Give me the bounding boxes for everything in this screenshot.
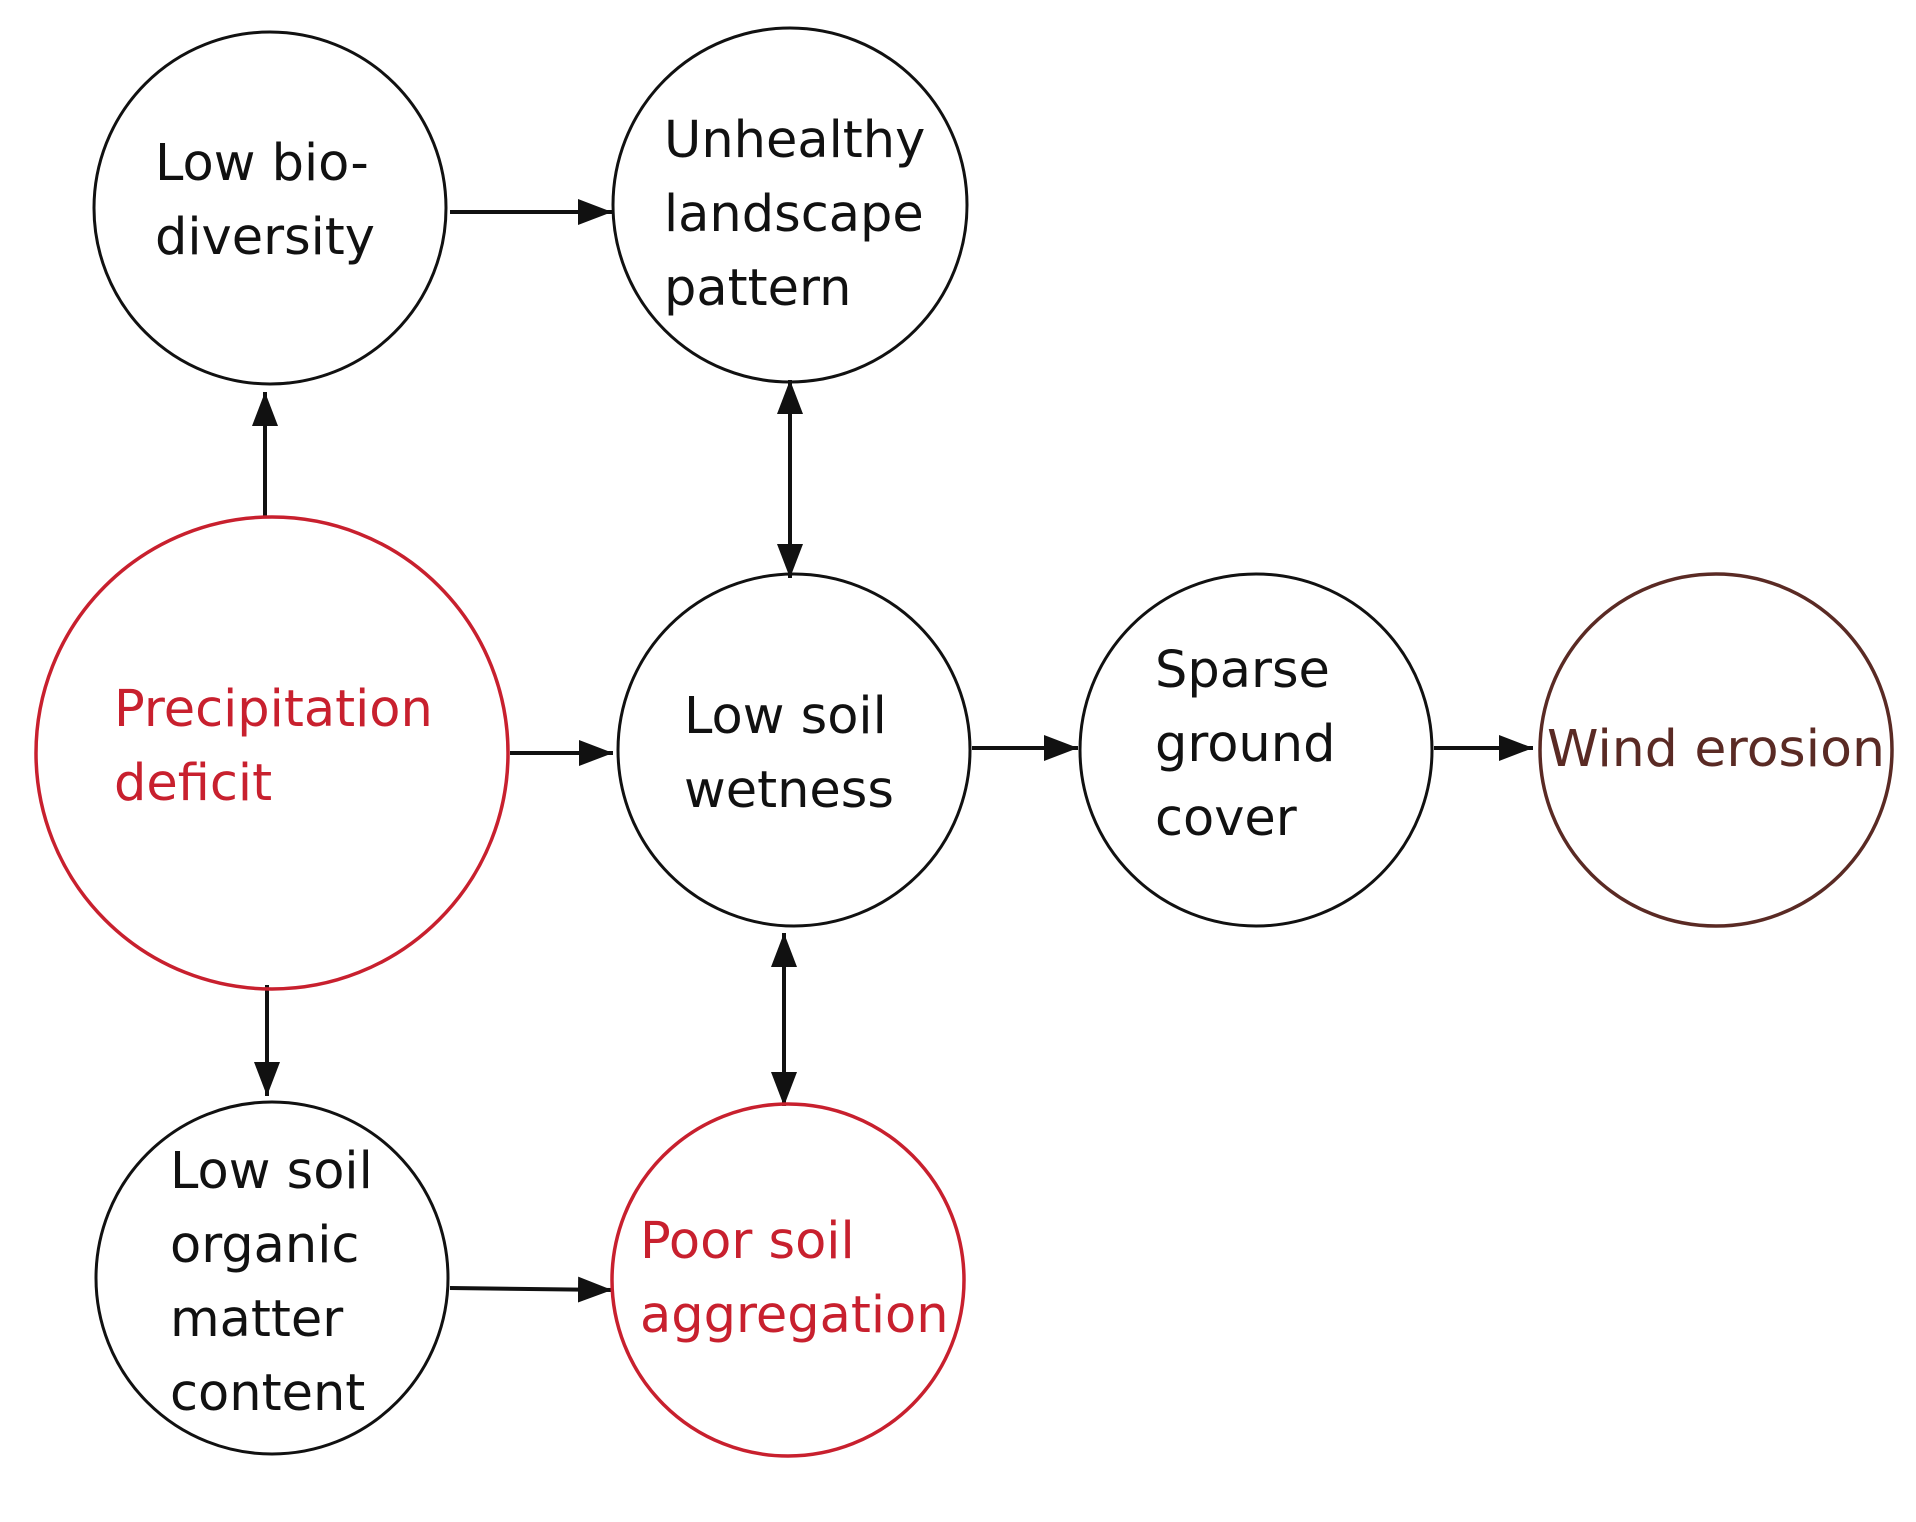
- label-line: Poor soil: [640, 1212, 855, 1271]
- node-label: Precipitation deficit: [114, 680, 449, 813]
- node-circle: [1078, 572, 1434, 928]
- node-label: Poor soil aggregation: [640, 1212, 949, 1345]
- node-circle: [611, 26, 969, 384]
- label-line: landscape: [664, 185, 924, 244]
- node-low-soil-wetness: Low soil wetness: [616, 572, 972, 928]
- node-label: Wind erosion: [1547, 720, 1885, 779]
- label-line: wetness: [684, 761, 894, 820]
- node-unhealthy-landscape-pattern: Unhealthy landscape pattern: [611, 26, 969, 384]
- node-label: Sparse ground cover: [1155, 641, 1352, 848]
- node-sparse-ground-cover: Sparse ground cover: [1078, 572, 1434, 928]
- node-label: Low soil organic matter content: [170, 1142, 389, 1423]
- node-label: Low soil wetness: [684, 687, 903, 820]
- node-poor-soil-aggregation: Poor soil aggregation: [610, 1102, 966, 1458]
- label-line: content: [170, 1364, 365, 1423]
- label-line: Unhealthy: [664, 111, 925, 170]
- label-line: deficit: [114, 754, 272, 813]
- label-line: Low bio-: [155, 134, 369, 193]
- node-circle: [1538, 572, 1894, 928]
- label-line: Low soil: [684, 687, 887, 746]
- label-line: diversity: [155, 208, 375, 267]
- node-wind-erosion: Wind erosion: [1538, 572, 1894, 928]
- node-low-soil-organic-matter-content: Low soil organic matter content: [94, 1100, 450, 1456]
- label-line: Precipitation: [114, 680, 433, 739]
- node-label: Unhealthy landscape pattern: [664, 111, 942, 318]
- node-circle: [92, 30, 448, 386]
- label-line: Low soil: [170, 1142, 373, 1201]
- node-circle: [94, 1100, 450, 1456]
- label-line: pattern: [664, 259, 851, 318]
- label-line: ground: [1155, 715, 1335, 774]
- node-circle: [610, 1102, 966, 1458]
- label-line: cover: [1155, 789, 1297, 848]
- edges-layer: [252, 199, 1533, 1303]
- node-label: Low bio- diversity: [155, 134, 385, 267]
- node-low-biodiversity: Low bio- diversity: [92, 30, 448, 386]
- label-line: organic: [170, 1216, 359, 1275]
- node-circle: [34, 515, 510, 991]
- node-circle: [616, 572, 972, 928]
- label-line: matter: [170, 1290, 343, 1349]
- node-precipitation-deficit: Precipitation deficit: [34, 515, 510, 991]
- label-line: aggregation: [640, 1286, 949, 1345]
- label-line: Sparse: [1155, 641, 1330, 700]
- arrow-organic-matter-to-aggregation: [449, 1276, 613, 1303]
